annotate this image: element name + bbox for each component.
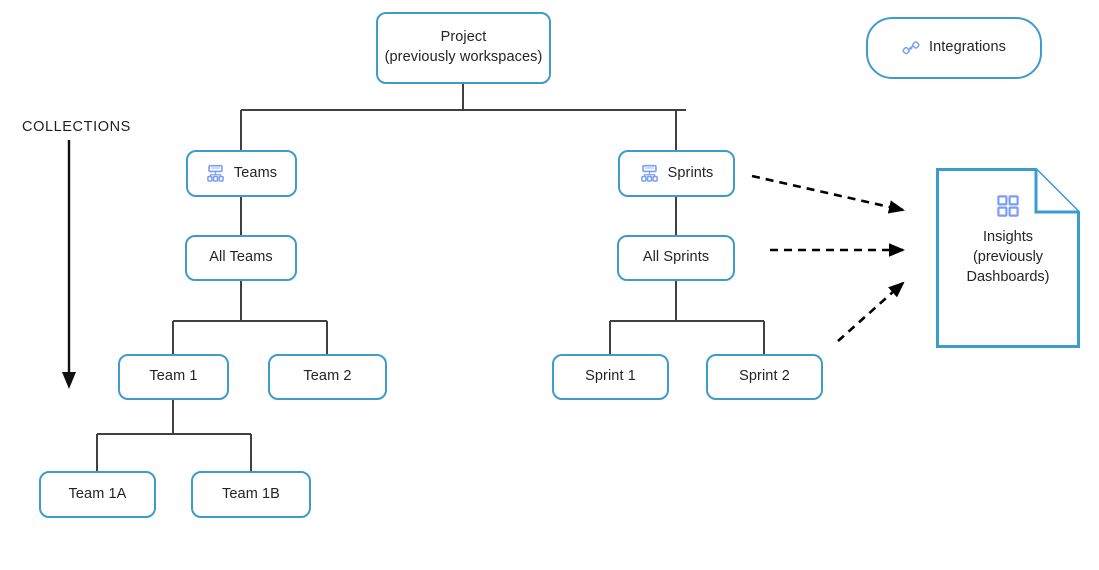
node-all-sprints[interactable]: All Sprints xyxy=(617,235,735,281)
edge-sprints-to-insights xyxy=(751,174,906,214)
node-team-1-label: Team 1 xyxy=(149,368,198,385)
edge-sprint2-to-insights xyxy=(837,281,905,342)
node-integrations[interactable]: Integrations xyxy=(866,17,1042,79)
node-team-1a[interactable]: Team 1A xyxy=(39,471,156,518)
node-insights[interactable]: Insights (previously Dashboards) xyxy=(936,168,1080,348)
node-insights-label: Insights (previously Dashboards) xyxy=(966,229,1050,285)
collections-arrowhead xyxy=(62,372,76,389)
node-team-1b-label: Team 1B xyxy=(222,485,280,502)
node-all-sprints-label: All Sprints xyxy=(642,249,710,266)
node-sprint-2[interactable]: Sprint 2 xyxy=(706,354,823,400)
node-integrations-label: Integrations xyxy=(929,39,1006,56)
node-sprint-1-label: Sprint 1 xyxy=(585,368,636,385)
node-project-label: Project (previously workspaces) xyxy=(384,29,543,65)
hierarchy-icon xyxy=(206,164,225,183)
node-sprint-1[interactable]: Sprint 1 xyxy=(552,354,669,400)
node-project[interactable]: Project (previously workspaces) xyxy=(376,12,551,84)
node-team-1[interactable]: Team 1 xyxy=(118,354,229,400)
node-team-2-label: Team 2 xyxy=(303,368,352,385)
node-sprints[interactable]: Sprints xyxy=(618,150,735,197)
node-teams[interactable]: Teams xyxy=(186,150,297,197)
node-team-2[interactable]: Team 2 xyxy=(268,354,387,400)
node-all-teams[interactable]: All Teams xyxy=(185,235,297,281)
document-shape xyxy=(936,168,1080,348)
collections-annotation-label: COLLECTIONS xyxy=(22,119,131,135)
node-team-1b[interactable]: Team 1B xyxy=(191,471,311,518)
node-teams-label: Teams xyxy=(233,164,278,181)
integrations-link-icon xyxy=(902,39,920,57)
node-all-teams-label: All Teams xyxy=(209,249,273,266)
node-sprint-2-label: Sprint 2 xyxy=(739,368,790,385)
dashboard-grid-icon xyxy=(996,194,1020,218)
node-sprints-label: Sprints xyxy=(667,164,714,181)
node-team-1a-label: Team 1A xyxy=(68,485,127,502)
hierarchy-icon xyxy=(640,164,659,183)
